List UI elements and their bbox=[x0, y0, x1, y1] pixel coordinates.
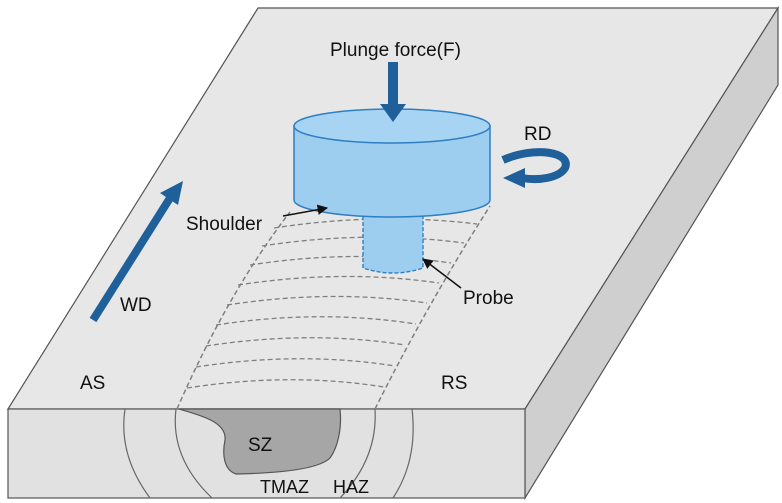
shoulder-label: Shoulder bbox=[186, 214, 263, 235]
tmaz-boundary-right bbox=[339, 408, 376, 499]
haz-boundary-right bbox=[392, 408, 414, 499]
weld-track-right-edge bbox=[374, 205, 491, 410]
tool-shoulder-body bbox=[293, 125, 491, 218]
rs-label: RS bbox=[441, 373, 467, 394]
haz-boundary-left bbox=[123, 408, 151, 499]
haz-label: HAZ bbox=[333, 477, 369, 497]
probe bbox=[362, 215, 424, 274]
plunge-force-label: Plunge force(F) bbox=[330, 40, 461, 61]
wd-label: WD bbox=[120, 295, 152, 316]
tmaz-label: TMAZ bbox=[260, 477, 309, 497]
weld-track-left-edge bbox=[176, 211, 291, 410]
as-label: AS bbox=[80, 373, 105, 394]
probe-leader-arrow bbox=[422, 258, 462, 289]
rd-label: RD bbox=[524, 124, 551, 145]
stir-zone bbox=[178, 408, 342, 475]
plunge-force-arrow bbox=[380, 62, 406, 122]
sz-label: SZ bbox=[248, 435, 273, 456]
shoulder-leader-arrow bbox=[282, 204, 329, 217]
welding-direction-arrow bbox=[89, 181, 183, 323]
rotation-direction-arrow bbox=[501, 148, 570, 188]
probe-label: Probe bbox=[463, 288, 514, 309]
tmaz-boundary-left bbox=[174, 408, 213, 499]
